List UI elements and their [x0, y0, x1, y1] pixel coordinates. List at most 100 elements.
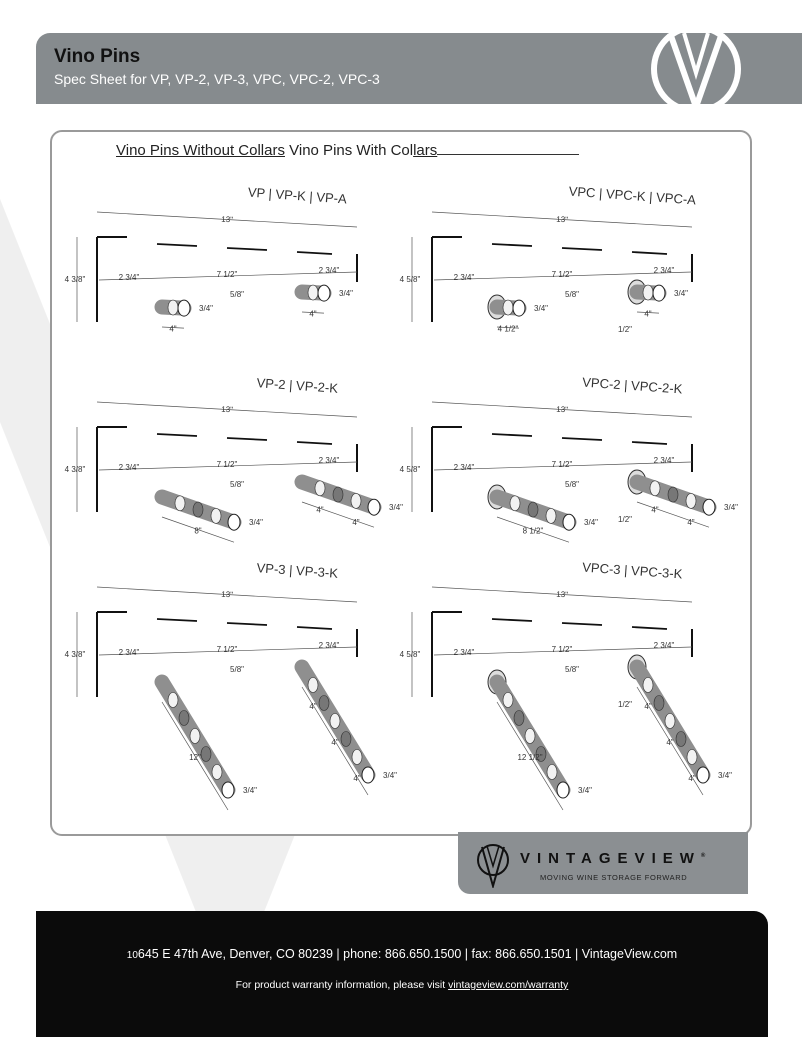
length-label: 4" [666, 738, 673, 747]
gap-label: 5/8" [565, 480, 579, 489]
gap-label: 5/8" [230, 290, 244, 299]
right-offset-label: 2 3/4" [319, 456, 340, 465]
offset-dimension-line [433, 646, 693, 656]
pin-end [702, 498, 716, 516]
wall-dash [226, 247, 268, 251]
diameter-label: 3/4" [584, 518, 598, 527]
gap-label: 5/8" [230, 480, 244, 489]
wall-dash [561, 247, 603, 251]
pin-bulb [685, 493, 697, 509]
pin-bulb [174, 495, 186, 512]
width-dimension-line [431, 586, 693, 603]
offset-dimension-line [98, 646, 358, 656]
length-label: 4" [353, 774, 360, 783]
warranty-link[interactable]: vintageview.com/warranty [448, 979, 569, 991]
length-dimension-line [496, 516, 570, 543]
diameter-label: 3/4" [534, 304, 548, 313]
pin-end [696, 766, 710, 784]
spacing-label: 7 1/2" [217, 645, 238, 654]
diameter-label: 3/4" [249, 518, 263, 527]
gap-label: 5/8" [230, 665, 244, 674]
pin-bulb [535, 746, 547, 762]
length-dimension-line [337, 514, 375, 528]
width-dimension-line [96, 586, 358, 603]
pin-bulb [546, 764, 558, 780]
length-dimension-line [345, 758, 369, 796]
right-offset-label: 2 3/4" [319, 266, 340, 275]
length-dimension-line [301, 686, 325, 724]
brand-block: VINTAGEVIEW® MOVING WINE STORAGE FORWARD [458, 832, 748, 894]
height-label: 4 3/8" [65, 275, 86, 284]
offset-dimension-line [433, 461, 693, 471]
left-offset-label: 2 3/4" [119, 273, 140, 282]
length-dimension-line [496, 701, 564, 811]
page-subtitle: Spec Sheet for VP, VP-2, VP-3, VPC, VPC-… [54, 71, 380, 87]
pin-bulb [509, 495, 521, 512]
spacing-label: 7 1/2" [217, 460, 238, 469]
offset-dimension-line [98, 271, 358, 281]
pin-bulb [664, 713, 676, 729]
pin-bulb [675, 731, 687, 747]
pin-bulb [527, 501, 539, 518]
left-offset-label: 2 3/4" [119, 648, 140, 657]
right-offset-label: 2 3/4" [654, 456, 675, 465]
right-offset-label: 2 3/4" [654, 641, 675, 650]
pin-bulb [189, 728, 201, 744]
length-dimension-line [672, 514, 710, 528]
width-dimension-line [431, 401, 693, 418]
page-header: Vino Pins Spec Sheet for VP, VP-2, VP-3,… [36, 29, 802, 108]
pin-bulb [167, 692, 179, 708]
pin-end [367, 498, 381, 516]
length-label: 4" [169, 325, 176, 334]
diameter-label: 3/4" [578, 786, 592, 795]
wall-dash [561, 437, 603, 441]
wall-dash [156, 618, 198, 622]
pin-end [652, 284, 666, 302]
left-offset-label: 2 3/4" [454, 273, 475, 282]
height-label: 4 5/8" [400, 650, 421, 659]
contact-info: 10645 E 47th Ave, Denver, CO 80239 | pho… [126, 947, 678, 961]
pin-end [556, 781, 570, 799]
pin-bulb [653, 695, 665, 711]
spacing-label: 7 1/2" [552, 460, 573, 469]
pin-bulb [502, 692, 514, 708]
page-title: Vino Pins [54, 46, 141, 67]
pin-bulb [649, 480, 661, 497]
collar-depth-label: 1/2" [618, 325, 632, 334]
width-label: 13" [221, 215, 233, 225]
pin-bulb [642, 677, 654, 693]
brand-name: VINTAGEVIEW® [520, 850, 713, 867]
pin-bulb [502, 299, 514, 316]
length-label: 12 1/2" [517, 753, 542, 762]
collar-depth-label: 1/2" [618, 700, 632, 709]
offset-dimension-line [98, 461, 358, 471]
spacing-label: 7 1/2" [217, 270, 238, 279]
pin-bulb [332, 486, 344, 503]
wall-dash [631, 441, 668, 445]
length-dimension-line [658, 722, 682, 760]
model-title: VPC-3 | VPC-3-K [582, 560, 683, 582]
right-offset-label: 2 3/4" [654, 266, 675, 275]
pin-bulb [307, 284, 319, 301]
width-dimension-line [96, 401, 358, 418]
height-label: 4 3/8" [65, 650, 86, 659]
length-label: 8" [194, 527, 201, 536]
length-label: 4" [352, 518, 359, 527]
pin-bulb [200, 746, 212, 762]
diameter-label: 3/4" [674, 289, 688, 298]
warranty-info: For product warranty information, please… [235, 979, 569, 991]
pin-bulb [524, 728, 536, 744]
pin-bulb [351, 749, 363, 765]
wall-dash [296, 626, 333, 630]
pin-bulb [167, 299, 179, 316]
length-dimension-line [161, 516, 235, 543]
width-dimension-line [431, 211, 693, 228]
length-dimension-line [161, 701, 229, 811]
pin-bulb [192, 501, 204, 518]
length-dimension-line [301, 311, 325, 314]
wall-dash [631, 626, 668, 630]
pin-bulb [340, 731, 352, 747]
